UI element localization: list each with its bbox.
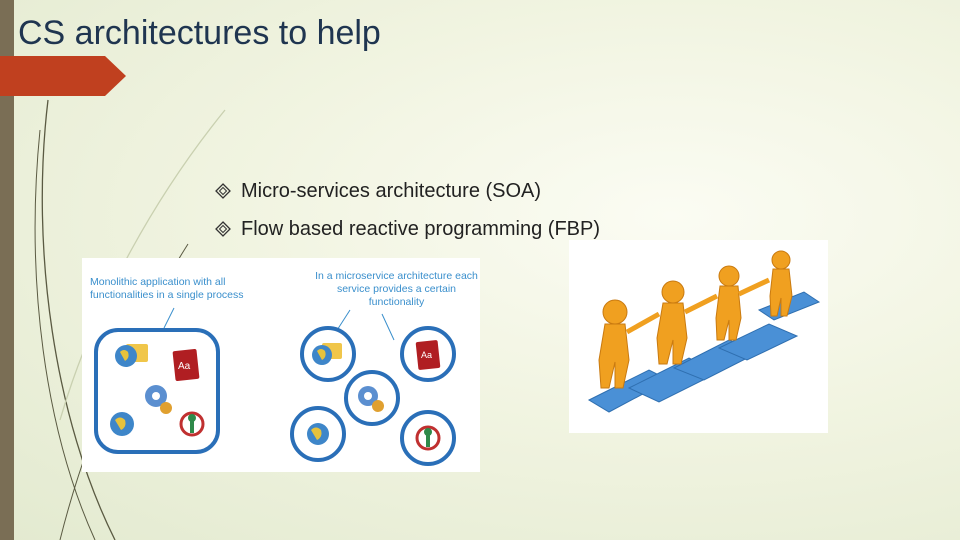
diamond-bullet-icon bbox=[215, 183, 233, 199]
gear-icon bbox=[145, 385, 172, 414]
book-aa-icon: Aa bbox=[172, 349, 200, 381]
bullet-item: Micro-services architecture (SOA) bbox=[215, 172, 600, 210]
teamwork-puzzle-image bbox=[569, 240, 828, 433]
wikimedia-icon bbox=[179, 411, 205, 437]
monolith-caption: Monolithic application with all function… bbox=[90, 276, 244, 301]
svg-text:Aa: Aa bbox=[178, 361, 191, 372]
bullet-text: Micro-services architecture (SOA) bbox=[241, 179, 542, 202]
puzzle-pieces bbox=[587, 291, 821, 413]
bullet-list: Micro-services architecture (SOA) Flow b… bbox=[215, 172, 600, 248]
title-accent-tab bbox=[0, 56, 126, 96]
people-figures bbox=[598, 250, 793, 389]
left-accent-bar bbox=[0, 0, 14, 540]
microservice-caption: In a microservice architecture each serv… bbox=[315, 270, 478, 308]
globe-icon bbox=[110, 412, 134, 436]
slide-title: CS architectures to help bbox=[18, 14, 381, 52]
bullet-text: Flow based reactive programming (FBP) bbox=[241, 217, 601, 240]
bullet-item: Flow based reactive programming (FBP) bbox=[215, 210, 600, 248]
globe-folder-icon bbox=[115, 344, 148, 367]
svg-text:Aa: Aa bbox=[421, 350, 432, 360]
diamond-bullet-icon bbox=[215, 221, 233, 237]
monolith-vs-microservices-image: Monolithic application with all function… bbox=[82, 258, 480, 472]
